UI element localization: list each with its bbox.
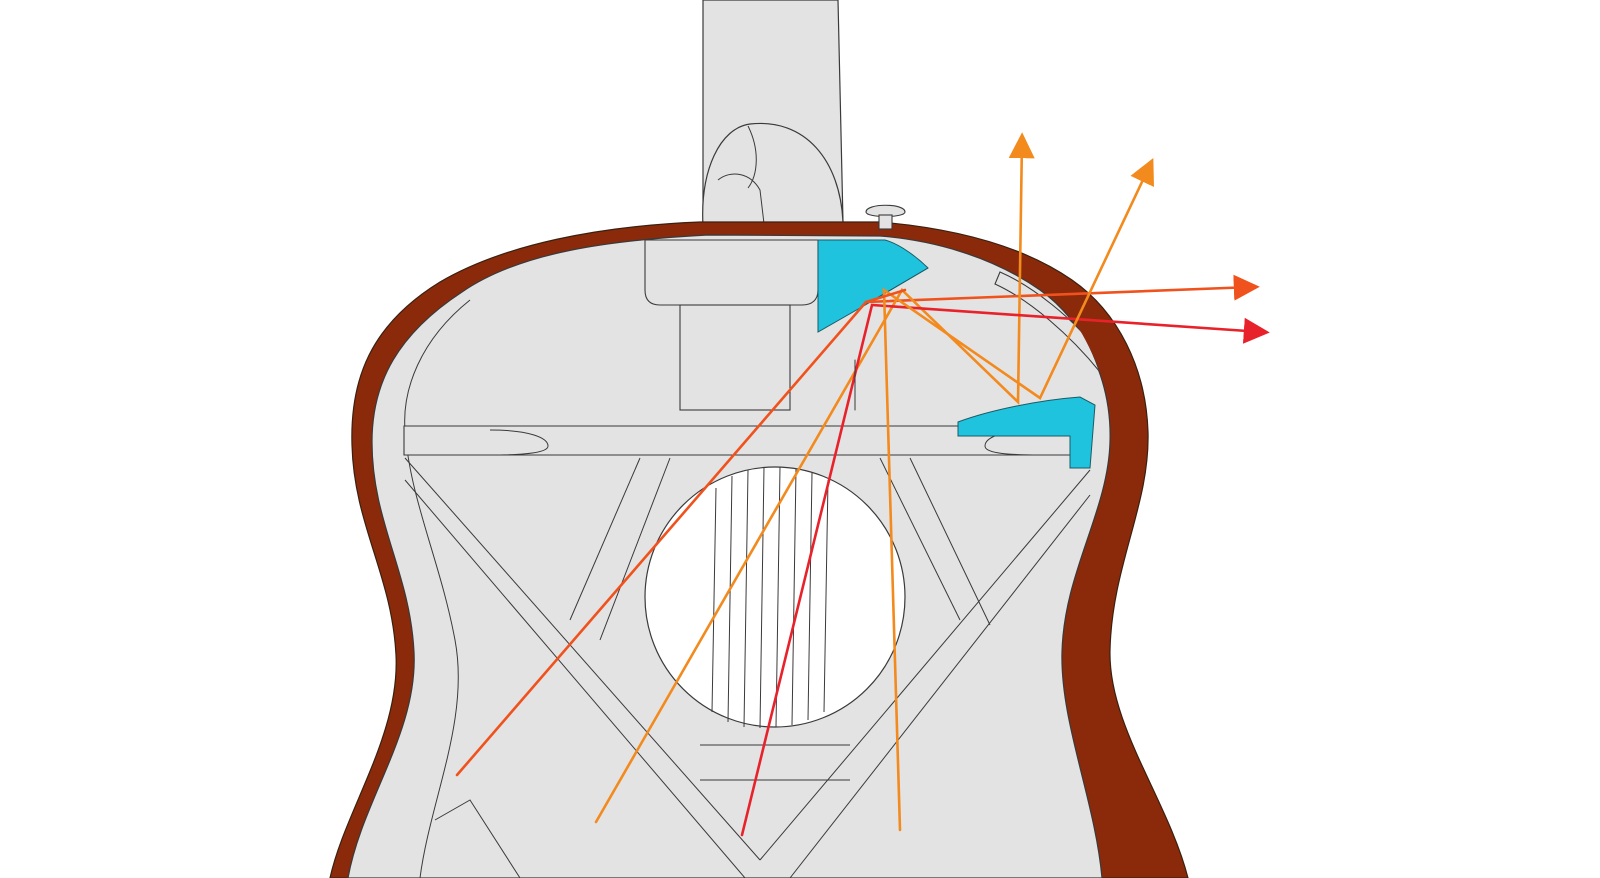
strap-button	[865, 204, 906, 230]
lower-reflector	[957, 396, 1096, 469]
neck-heel	[702, 122, 844, 227]
body-internals	[403, 239, 1101, 878]
neck-block	[644, 239, 819, 411]
ray-2	[594, 132, 1035, 824]
ray-3	[740, 303, 1270, 837]
ray-4	[882, 157, 1154, 832]
reflectors	[817, 239, 1096, 469]
neck	[702, 0, 844, 233]
ray-6	[864, 288, 907, 304]
sound-rays	[455, 132, 1270, 837]
x-bracing	[404, 457, 1091, 878]
soundhole	[644, 466, 906, 729]
